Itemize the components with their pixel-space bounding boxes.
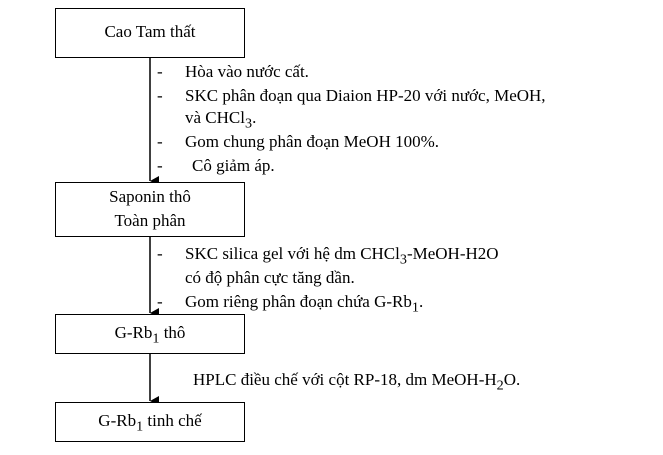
box-saponin-line1: Saponin thô — [109, 187, 191, 206]
step-2-2: Gom riêng phân đoạn chứa G-Rb1. — [185, 292, 423, 317]
step-1-2: SKC phân đoạn qua Diaion HP-20 với nước,… — [185, 86, 546, 105]
step-2-2-sub: 1 — [411, 299, 419, 316]
step-3-1-sub: 2 — [496, 377, 504, 394]
box-saponin-tho: Saponin thô Toàn phân — [55, 182, 245, 237]
step-2-1b: có độ phân cực tăng dần. — [185, 268, 355, 287]
dash-step-2-1: - — [157, 244, 163, 263]
step-1-4: Cô giảm áp. — [192, 156, 275, 175]
step-1-2b-prefix: và CHCl — [185, 108, 245, 127]
box-g-rb1-tinh-sub: 1 — [136, 418, 144, 435]
box-g-rb1-tho: G-Rb1 thô — [55, 314, 245, 354]
step-1-1: Hòa vào nước cất. — [185, 62, 309, 81]
box-g-rb1-tinh-che: G-Rb1 tinh chế — [55, 402, 245, 442]
dash-step-1-3: - — [157, 132, 163, 151]
step-2-2-prefix: Gom riêng phân đoạn chứa G-Rb — [185, 292, 412, 311]
step-2-1: SKC silica gel với hệ dm CHCl3-MeOH-H2O — [185, 244, 499, 269]
box-g-rb1-tho-sub: 1 — [152, 330, 160, 347]
step-1-2b-sub: 3 — [244, 115, 253, 132]
step-2-2-suffix: . — [418, 292, 424, 311]
dash-step-1-2: - — [157, 86, 163, 105]
step-1-2b-suffix: . — [252, 108, 257, 127]
box-g-rb1-tinh-suffix: tinh chế — [143, 411, 202, 430]
dash-step-2-2: - — [157, 292, 163, 311]
step-2-1-prefix: SKC silica gel với hệ dm CHCl — [185, 244, 400, 263]
step-1-3: Gom chung phân đoạn MeOH 100%. — [185, 132, 440, 151]
box-cao-tam-that-label: Cao Tam thất — [104, 22, 196, 41]
step-2-1-suffix: -MeOH-H2O — [406, 244, 499, 263]
step-1-2b: và CHCl3. — [185, 108, 256, 133]
step-2-1-sub: 3 — [399, 251, 407, 268]
dash-step-1-1: - — [157, 62, 163, 81]
step-3-1-suffix: O. — [503, 370, 521, 389]
step-3-1-prefix: HPLC điều chế với cột RP-18, dm MeOH-H — [193, 370, 497, 389]
box-saponin-line2: Toàn phân — [114, 211, 186, 230]
dash-step-1-4: - — [157, 156, 163, 175]
box-cao-tam-that: Cao Tam thất — [55, 8, 245, 58]
box-g-rb1-tinh-prefix: G-Rb — [98, 411, 137, 430]
step-3-1: HPLC điều chế với cột RP-18, dm MeOH-H2O… — [193, 370, 520, 395]
box-g-rb1-tho-prefix: G-Rb — [114, 323, 153, 342]
box-g-rb1-tho-suffix: thô — [159, 323, 186, 342]
